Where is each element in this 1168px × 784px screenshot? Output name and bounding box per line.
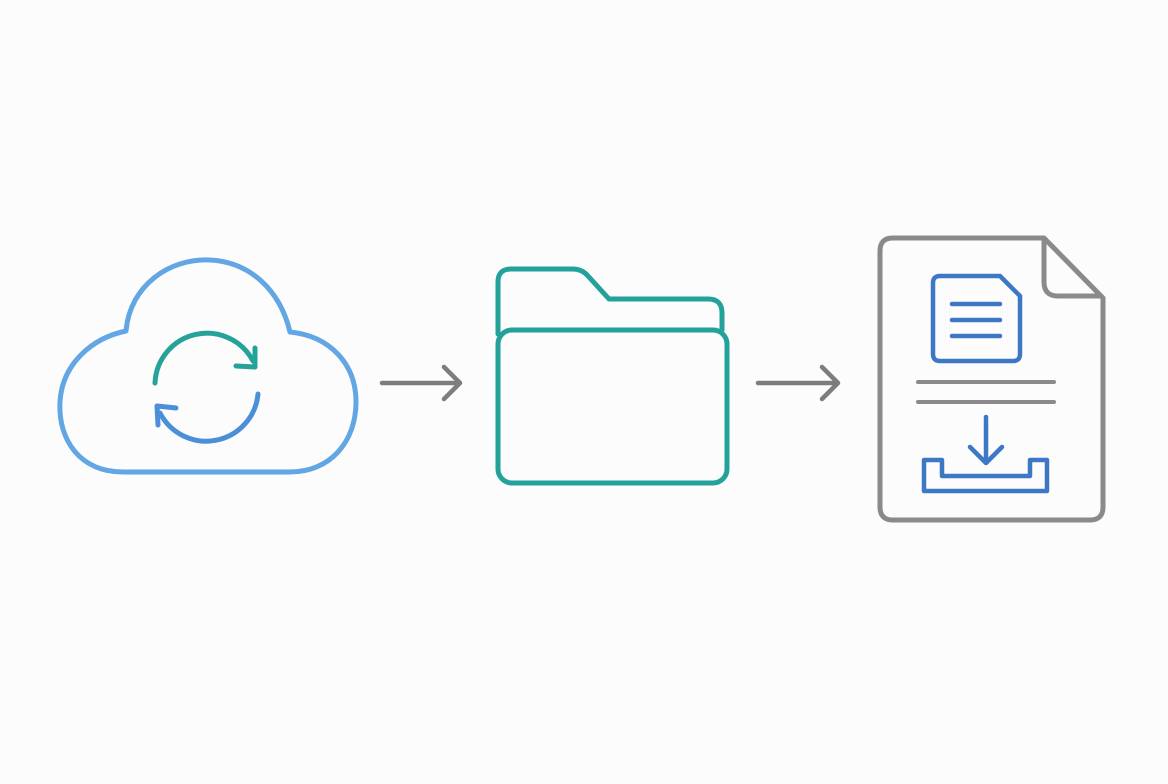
arrow-right-icon	[755, 364, 841, 402]
file-text-icon	[930, 273, 1023, 364]
cloud-outline	[57, 257, 359, 475]
sync-arrowhead-lower	[154, 403, 179, 428]
document-download-icon	[877, 235, 1106, 523]
sync-arrow-lower	[157, 391, 261, 444]
arrow-right-icon	[379, 364, 463, 402]
page-divider-lines	[916, 380, 1056, 404]
connector-2	[755, 364, 841, 402]
download-arrow-icon	[967, 414, 1005, 466]
folder-front	[495, 327, 730, 486]
sync-arrowhead-upper	[233, 345, 258, 370]
cloud-sync-icon	[57, 257, 359, 475]
folder-back	[495, 266, 725, 337]
page-outline	[877, 235, 1106, 523]
file-text-lines	[949, 301, 1003, 339]
sync-arrow-upper	[152, 330, 256, 386]
connector-1	[379, 364, 463, 402]
page-fold	[1041, 240, 1101, 299]
folder-icon	[495, 266, 730, 486]
tray-icon	[921, 457, 1050, 494]
